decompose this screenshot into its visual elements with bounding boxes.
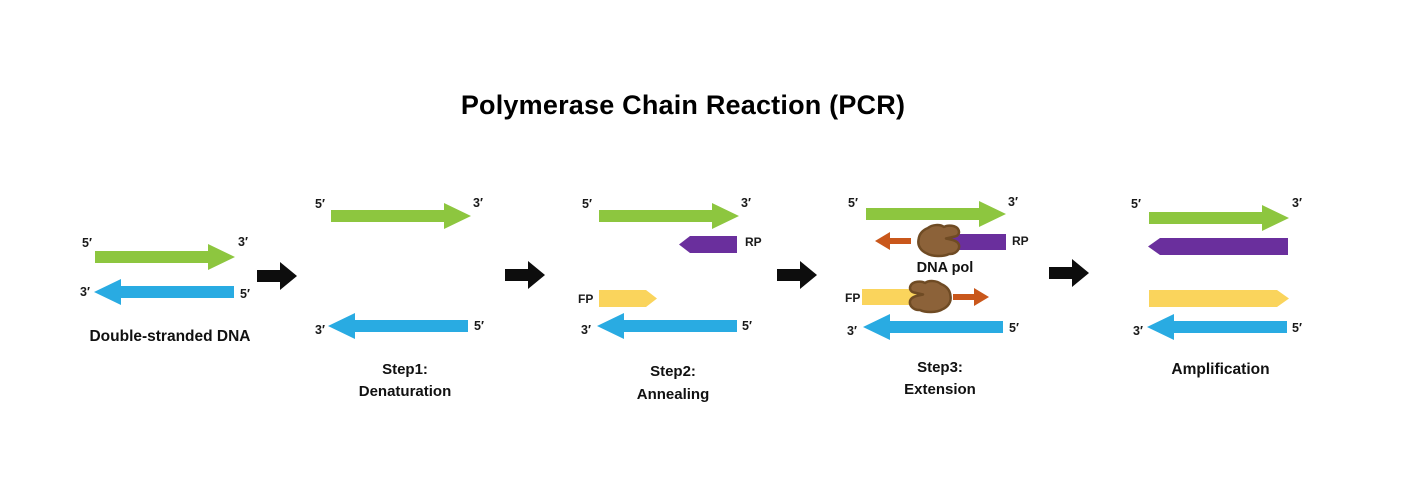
rp-primer — [679, 236, 737, 253]
panel-step2-annealing: 5′ 3′ RP FP 3′ 5′ Step2: Annealing — [578, 195, 768, 405]
diagram-title: Polymerase Chain Reaction (PCR) — [460, 90, 906, 120]
strand-end-label-3prime: 3′ — [1133, 324, 1143, 338]
green-strand-arrow — [331, 203, 471, 229]
dna-polymerase-blob-shape — [908, 279, 952, 314]
step-caption-line1: Step1: — [382, 361, 428, 378]
step-caption-line2: Extension — [904, 381, 976, 398]
blue-strand-arrow — [1147, 314, 1287, 340]
blue-strand-arrow — [328, 313, 468, 339]
strand-end-label-5prime: 5′ — [82, 236, 92, 250]
panel-caption: Amplification — [1171, 361, 1270, 378]
new-strand-yellow-shape — [1149, 290, 1289, 307]
extension-arrow-left-shape — [875, 232, 911, 250]
strand-end-label-5prime: 5′ — [742, 319, 752, 333]
green-strand-arrow — [95, 244, 235, 270]
extension-arrow-right-shape — [953, 288, 989, 306]
green-strand-arrow-shape — [866, 201, 1006, 227]
new-strand-yellow — [1149, 290, 1289, 307]
panel-step3-extension: 5′ 3′ RP DNA pol FP 3′ 5′ Step3: — [845, 195, 1035, 405]
fp-primer-shape — [599, 290, 657, 307]
green-strand-arrow-shape — [599, 203, 739, 229]
strand-end-label-3prime: 3′ — [80, 285, 90, 299]
strand-end-label-3prime: 3′ — [238, 235, 248, 249]
green-strand-arrow — [599, 203, 739, 229]
strand-end-label-3prime: 3′ — [581, 323, 591, 337]
flow-arrow — [777, 261, 817, 289]
dna-polymerase-blob-shape — [917, 223, 961, 258]
panel-amplification: 5′ 3′ 3′ 5′ Amplification — [1128, 195, 1313, 395]
strand-end-label-5prime: 5′ — [240, 287, 250, 301]
blue-strand-arrow — [94, 279, 234, 305]
fp-primer-label: FP — [845, 291, 861, 305]
strand-end-label-3prime: 3′ — [847, 324, 857, 338]
blue-strand-arrow-shape — [863, 314, 1003, 340]
dna-polymerase-label: DNA pol — [916, 260, 974, 276]
extension-arrow-left — [875, 232, 911, 250]
strand-end-label-5prime: 5′ — [582, 197, 592, 211]
strand-end-label-3prime: 3′ — [1008, 195, 1018, 209]
flow-arrow-shape — [505, 261, 545, 289]
new-strand-purple-shape — [1148, 238, 1288, 255]
green-strand-arrow-shape — [1149, 205, 1289, 231]
step-caption-line1: Step3: — [917, 359, 963, 376]
blue-strand-arrow — [863, 314, 1003, 340]
strand-end-label-3prime: 3′ — [315, 323, 325, 337]
strand-end-label-5prime: 5′ — [848, 196, 858, 210]
panel-caption: Double-stranded DNA — [89, 328, 251, 345]
strand-end-label-5prime: 5′ — [1292, 321, 1302, 335]
flow-arrow — [505, 261, 545, 289]
step-caption-line2: Annealing — [636, 386, 710, 403]
strand-end-label-3prime: 3′ — [473, 196, 483, 210]
blue-strand-arrow-shape — [94, 279, 234, 305]
flow-arrow — [257, 262, 297, 290]
rp-primer — [950, 234, 1006, 250]
strand-end-label-5prime: 5′ — [315, 197, 325, 211]
fp-primer — [862, 289, 920, 305]
step-caption-line2: Denaturation — [358, 383, 452, 400]
rp-primer-label: RP — [745, 235, 762, 249]
fp-primer — [599, 290, 657, 307]
flow-arrow-shape — [1049, 259, 1089, 287]
fp-primer-label: FP — [578, 292, 594, 306]
extension-arrow-right — [953, 288, 989, 306]
new-strand-purple — [1148, 238, 1288, 255]
flow-arrow — [1049, 259, 1089, 287]
flow-arrow-shape — [257, 262, 297, 290]
panel-step1-denaturation: 5′ 3′ 3′ 5′ Step1: Denaturation — [310, 195, 500, 405]
step-caption-line1: Step2: — [650, 363, 696, 380]
strand-end-label-5prime: 5′ — [474, 319, 484, 333]
flow-arrow-shape — [777, 261, 817, 289]
rp-primer-label: RP — [1012, 234, 1029, 248]
fp-primer-shape — [862, 289, 920, 305]
blue-strand-arrow-shape — [597, 313, 737, 339]
dna-polymerase-blob — [908, 279, 952, 314]
green-strand-arrow-shape — [331, 203, 471, 229]
rp-primer-shape — [679, 236, 737, 253]
strand-end-label-5prime: 5′ — [1009, 321, 1019, 335]
green-strand-arrow — [1149, 205, 1289, 231]
blue-strand-arrow-shape — [1147, 314, 1287, 340]
panel-double-stranded-dna: 5′ 3′ 3′ 5′ Double-stranded DNA — [75, 230, 265, 350]
green-strand-arrow-shape — [95, 244, 235, 270]
strand-end-label-3prime: 3′ — [741, 196, 751, 210]
strand-end-label-3prime: 3′ — [1292, 196, 1302, 210]
rp-primer-shape — [950, 234, 1006, 250]
blue-strand-arrow-shape — [328, 313, 468, 339]
dna-polymerase-blob — [917, 223, 961, 258]
strand-end-label-5prime: 5′ — [1131, 197, 1141, 211]
green-strand-arrow — [866, 201, 1006, 227]
blue-strand-arrow — [597, 313, 737, 339]
